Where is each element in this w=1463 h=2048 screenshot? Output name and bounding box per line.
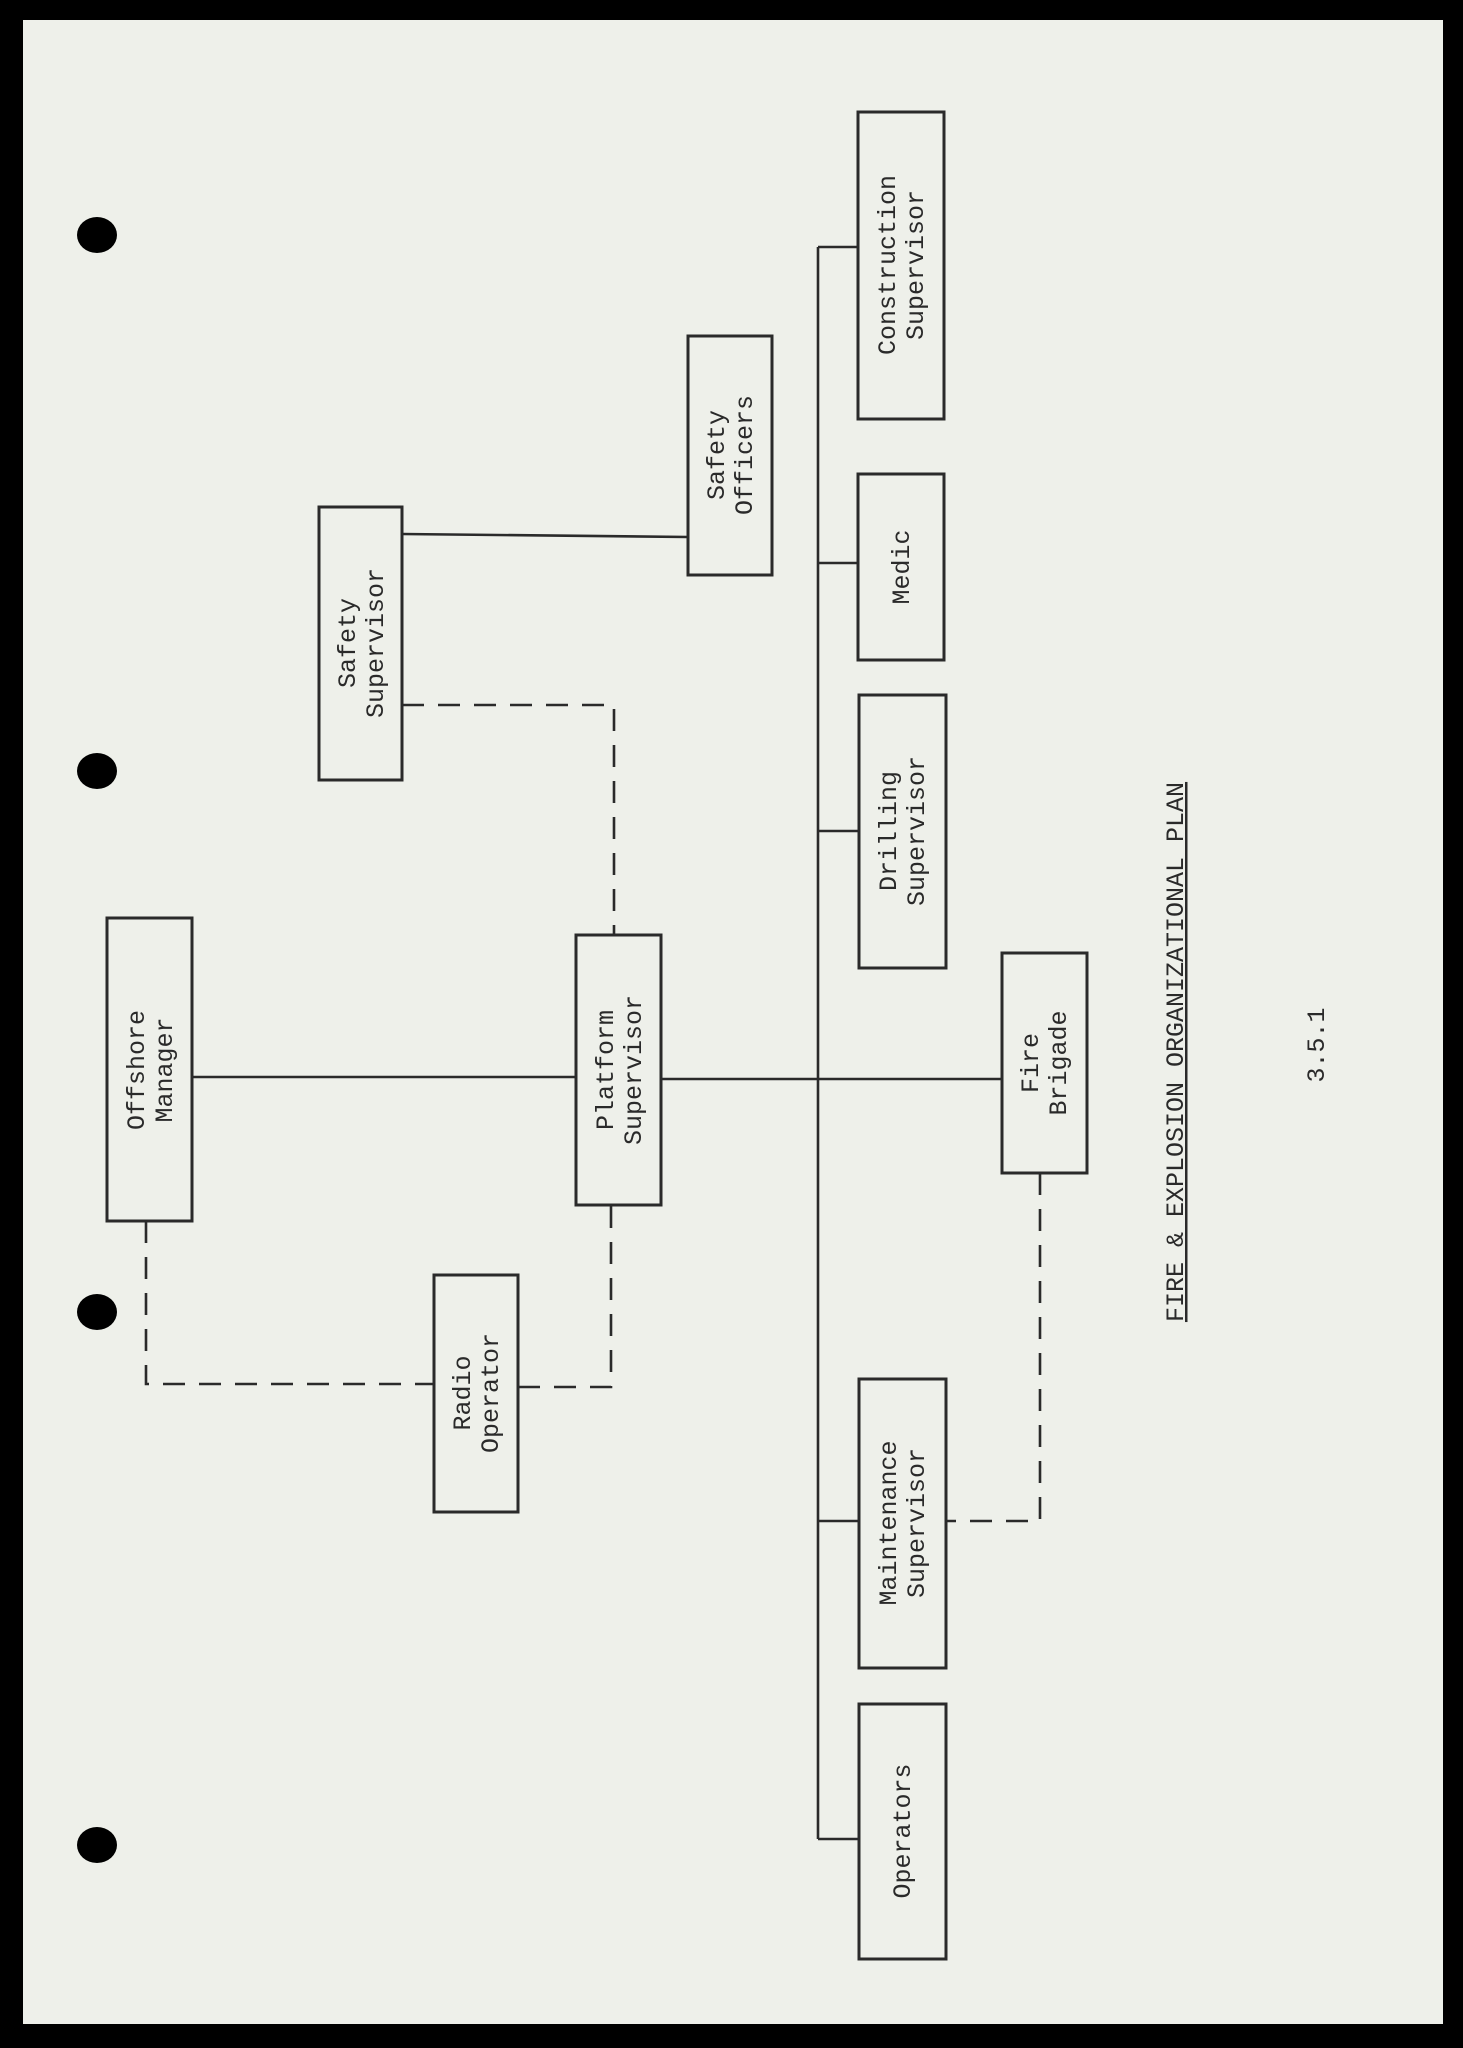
box-label: Maintenance xyxy=(875,1440,904,1605)
box-medic: Medic xyxy=(856,472,946,662)
box-label: Operator xyxy=(477,1333,506,1453)
punch-hole xyxy=(77,1294,117,1330)
box-maintenance-supervisor: Maintenance Supervisor xyxy=(857,1377,948,1670)
box-label: Safety xyxy=(334,598,363,688)
box-construction-supervisor: Construction Supervisor xyxy=(856,110,946,421)
punch-holes xyxy=(77,217,117,1863)
box-label: Offshore xyxy=(123,1010,152,1130)
paper-sheet xyxy=(23,20,1443,2024)
box-label: Supervisor xyxy=(902,190,931,340)
box-label: Supervisor xyxy=(903,1448,932,1598)
box-safety-supervisor: Safety Supervisor xyxy=(317,505,404,782)
box-label: Safety xyxy=(703,410,732,500)
box-label: Supervisor xyxy=(620,995,649,1145)
box-drilling-supervisor: Drilling Supervisor xyxy=(857,693,948,970)
box-label: Medic xyxy=(888,529,917,604)
box-label: Officers xyxy=(731,395,760,515)
box-label: Construction xyxy=(874,175,903,355)
punch-hole xyxy=(77,217,117,253)
dashed-radio-platform xyxy=(518,1205,613,1389)
box-label: Drilling xyxy=(875,771,904,891)
box-radio-operator: Radio Operator xyxy=(432,1273,520,1514)
figure-number: 3.5.1 xyxy=(1303,1007,1332,1082)
box-operators: Operators xyxy=(857,1702,948,1961)
box-platform-supervisor: Platform Supervisor xyxy=(574,933,663,1207)
connector-safetysup-officers xyxy=(401,532,689,539)
dashed-connectors xyxy=(144,703,1042,1523)
solid-connectors xyxy=(192,245,1002,1841)
box-fire-brigade: Fire Brigade xyxy=(1000,951,1089,1175)
dashed-firebrigade-maintenance xyxy=(946,1173,1042,1523)
box-label: Supervisor xyxy=(362,568,391,718)
box-label: Operators xyxy=(889,1763,918,1898)
box-safety-officers: Safety Officers xyxy=(686,334,774,577)
box-label: Fire xyxy=(1017,1033,1046,1093)
box-label: Platform xyxy=(592,1010,621,1130)
punch-hole xyxy=(77,753,117,789)
box-label: Brigade xyxy=(1045,1010,1074,1115)
box-label: Manager xyxy=(151,1017,180,1122)
punch-hole xyxy=(77,1827,117,1863)
dashed-offshore-radio xyxy=(144,1221,434,1386)
box-label: Supervisor xyxy=(903,756,932,906)
box-label: Radio xyxy=(449,1355,478,1430)
dashed-safetysup-platform xyxy=(402,703,616,935)
box-offshore-manager: Offshore Manager xyxy=(105,916,194,1223)
page-title: FIRE & EXPLOSION ORGANIZATIONAL PLAN xyxy=(1162,782,1191,1322)
